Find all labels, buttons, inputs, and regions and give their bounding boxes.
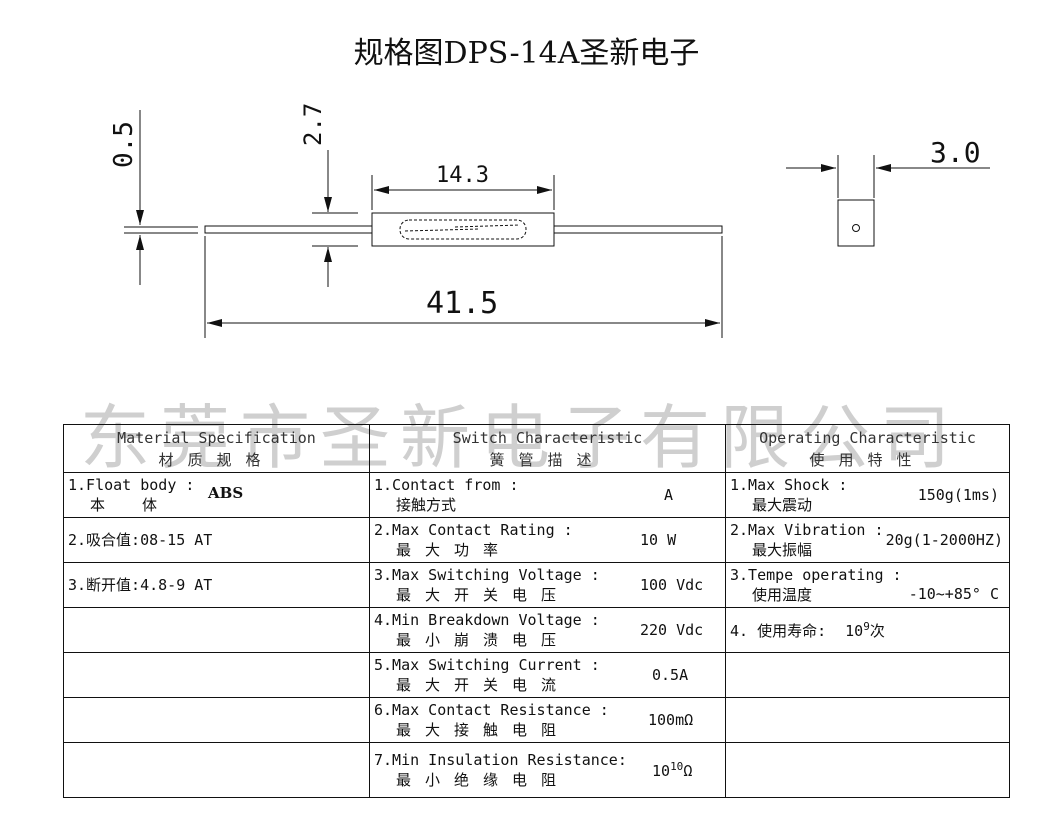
- table-row: 4.Min Breakdown Voltage : 最小崩溃电压 220 Vdc…: [63, 607, 1010, 653]
- operating-label: 3.Tempe operating :: [730, 566, 902, 584]
- dim-body-length: 14.3: [436, 163, 489, 188]
- switch-value: 0.5A: [652, 666, 689, 684]
- switch-label-cn: 最小绝缘电阻: [396, 771, 571, 789]
- material-value: ABS: [208, 484, 244, 502]
- operating-value: 20g(1-2000HZ): [885, 531, 1003, 549]
- switch-label: 4.Min Breakdown Voltage :: [374, 611, 600, 629]
- insulation-unit: Ω: [683, 762, 693, 780]
- operating-label: 2.Max Vibration :: [730, 521, 884, 539]
- header-en: Material Specification: [117, 428, 316, 447]
- header-material: Material Specification 材质规格: [63, 424, 370, 473]
- lifetime-unit: 次: [869, 621, 885, 640]
- switch-cell: 6.Max Contact Resistance : 最大接触电阻 100mΩ: [369, 697, 726, 743]
- side-view-body: [837, 199, 875, 247]
- material-cell: [63, 652, 370, 698]
- dim-body-height: 2.7: [299, 103, 327, 146]
- operating-value: 150g(1ms): [917, 486, 999, 504]
- spec-table: Material Specification 材质规格 Switch Chara…: [63, 424, 1010, 798]
- material-cell: 3.断开值:4.8-9 AT: [63, 562, 370, 608]
- insulation-base: 10: [652, 762, 671, 780]
- switch-label: 6.Max Contact Resistance :: [374, 701, 609, 719]
- material-label-cn: 本 体: [90, 496, 172, 514]
- material-cell: 1.Float body : 本 体 ABS: [63, 472, 370, 518]
- header-switch: Switch Characteristic 簧管描述: [369, 424, 726, 473]
- operating-cell: 3.Tempe operating : 使用温度 -10~+85° C: [725, 562, 1010, 608]
- dimension-drawing: 0.5 2.7 14.3 41.5 3.0: [109, 103, 990, 338]
- operating-label-cn: 最大振幅: [752, 541, 813, 559]
- operating-cell: [725, 697, 1010, 743]
- header-en: Operating Characteristic: [759, 428, 976, 447]
- switch-label: 7.Min Insulation Resistance:: [374, 751, 627, 769]
- operating-value: -10~+85° C: [908, 585, 999, 603]
- operating-label-cn: 最大震动: [752, 496, 813, 514]
- table-row: 3.断开值:4.8-9 AT 3.Max Switching Voltage :…: [63, 562, 1010, 608]
- operating-cell: 4. 使用寿命: 109次: [725, 607, 1010, 653]
- switch-body: [371, 212, 555, 247]
- lifetime-value: 109次: [845, 619, 885, 640]
- switch-label: 5.Max Switching Current :: [374, 656, 600, 674]
- page-title: 规格图DPS-14A圣新电子: [353, 36, 700, 71]
- material-cell: [63, 697, 370, 743]
- insulation-value: 1010Ω: [652, 760, 692, 780]
- material-cell: [63, 607, 370, 653]
- switch-value: 10 W: [640, 531, 677, 549]
- switch-label: 3.Max Switching Voltage :: [374, 566, 600, 584]
- switch-value: 100mΩ: [648, 711, 694, 729]
- header-cn: 簧管描述: [489, 450, 606, 469]
- reed-capsule: [399, 219, 527, 240]
- table-row: 7.Min Insulation Resistance: 最小绝缘电阻 1010…: [63, 742, 1010, 798]
- left-lead: [204, 225, 373, 234]
- material-cell: [63, 742, 370, 798]
- right-lead: [553, 225, 723, 234]
- header-operating: Operating Characteristic 使用特性: [725, 424, 1010, 473]
- operating-cell: [725, 652, 1010, 698]
- operating-label-cn: 使用温度: [752, 586, 813, 604]
- operating-cell: 1.Max Shock : 最大震动 150g(1ms): [725, 472, 1010, 518]
- operating-label: 1.Max Shock :: [730, 476, 848, 494]
- dim-lead-diameter: 0.5: [109, 121, 139, 168]
- switch-cell: 1.Contact from : 接触方式 A: [369, 472, 726, 518]
- dim-total-length: 41.5: [426, 286, 498, 321]
- operating-cell: 2.Max Vibration : 最大振幅 20g(1-2000HZ): [725, 517, 1010, 563]
- table-row: 1.Float body : 本 体 ABS 1.Contact from : …: [63, 472, 1010, 518]
- table-row: 2.吸合值:08-15 AT 2.Max Contact Rating : 最大…: [63, 517, 1010, 563]
- material-label: 1.Float body :: [68, 476, 195, 494]
- switch-label-cn: 最小崩溃电压: [396, 631, 571, 649]
- switch-label: 1.Contact from :: [374, 476, 519, 494]
- material-label: 3.断开值:4.8-9 AT: [68, 576, 213, 594]
- switch-label-cn: 接触方式: [396, 496, 457, 514]
- header-cn: 使用特性: [809, 450, 926, 469]
- material-cell: 2.吸合值:08-15 AT: [63, 517, 370, 563]
- header-en: Switch Characteristic: [452, 428, 643, 447]
- header-cn: 材质规格: [158, 450, 275, 469]
- switch-value: 100 Vdc: [640, 576, 704, 594]
- switch-cell: 5.Max Switching Current : 最大开关电流 0.5A: [369, 652, 726, 698]
- side-view-lead: [852, 224, 860, 232]
- table-row: 5.Max Switching Current : 最大开关电流 0.5A: [63, 652, 1010, 698]
- switch-cell: 7.Min Insulation Resistance: 最小绝缘电阻 1010…: [369, 742, 726, 798]
- lifetime-base: 10: [845, 621, 864, 640]
- switch-cell: 3.Max Switching Voltage : 最大开关电压 100 Vdc: [369, 562, 726, 608]
- table-row: 6.Max Contact Resistance : 最大接触电阻 100mΩ: [63, 697, 1010, 743]
- operating-cell: [725, 742, 1010, 798]
- switch-value: 220 Vdc: [640, 621, 704, 639]
- operating-label: 4. 使用寿命:: [730, 621, 827, 640]
- insulation-exponent: 10: [670, 760, 684, 773]
- lifetime-exponent: 9: [863, 619, 870, 633]
- switch-label-cn: 最大功率: [396, 541, 513, 559]
- switch-cell: 2.Max Contact Rating : 最大功率 10 W: [369, 517, 726, 563]
- switch-label-cn: 最大开关电压: [396, 586, 571, 604]
- table-header-row: Material Specification 材质规格 Switch Chara…: [63, 424, 1010, 473]
- switch-label-cn: 最大开关电流: [396, 676, 571, 694]
- switch-value: A: [664, 486, 674, 504]
- switch-label-cn: 最大接触电阻: [396, 721, 571, 739]
- switch-cell: 4.Min Breakdown Voltage : 最小崩溃电压 220 Vdc: [369, 607, 726, 653]
- material-label: 2.吸合值:08-15 AT: [68, 531, 213, 549]
- dim-body-diameter: 3.0: [930, 136, 981, 169]
- switch-label: 2.Max Contact Rating :: [374, 521, 573, 539]
